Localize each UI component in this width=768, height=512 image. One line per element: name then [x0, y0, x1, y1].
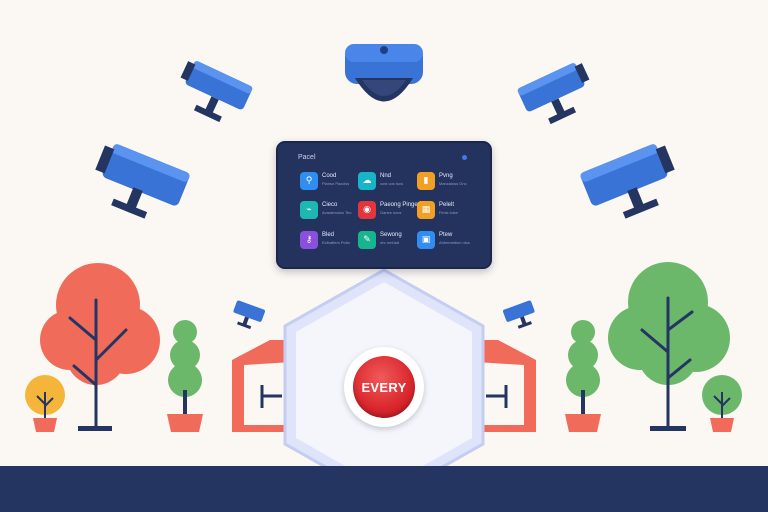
- app-label: Ptew: [439, 232, 453, 238]
- tree-icon: [40, 263, 160, 431]
- app-sublabel: ohr nmhad: [380, 240, 400, 245]
- app-label: Cieco: [322, 202, 338, 208]
- app-sublabel: Ahtmmmtion ntcs: [439, 240, 470, 245]
- dome-camera-icon: [345, 44, 423, 102]
- security-camera-icon: [580, 144, 675, 219]
- potted-plant-icon: [565, 320, 601, 432]
- security-camera-icon: [180, 61, 253, 123]
- cloud-icon: ☁: [358, 172, 376, 190]
- calendar-icon: ▦: [417, 201, 435, 219]
- security-camera-icon: [503, 300, 535, 329]
- app-label: Pelelt: [439, 202, 455, 208]
- security-camera-icon: [233, 300, 265, 330]
- app-label: Cood: [322, 173, 337, 179]
- app-tile[interactable]: ☁ Nnd cost cos tocs: [358, 170, 416, 192]
- lock-icon: ⚷: [300, 231, 318, 249]
- app-sublabel: Mancaluss Gnc: [439, 181, 467, 186]
- app-sublabel: Pianso Pacciss: [322, 181, 350, 186]
- graph-icon: ⌁: [300, 201, 318, 219]
- security-camera-icon: [517, 63, 590, 125]
- potted-plant-icon: [167, 320, 203, 432]
- chart-icon: ▮: [417, 172, 435, 190]
- ground: [0, 466, 768, 512]
- wand-icon: ✎: [358, 231, 376, 249]
- app-sublabel: Fimis lolse: [439, 210, 458, 215]
- app-label: Pvng: [439, 173, 453, 179]
- app-label: Bled: [322, 232, 335, 238]
- app-label: Sewong: [380, 232, 402, 238]
- search-icon: ⚲: [300, 172, 318, 190]
- every-button[interactable]: EVERY: [344, 347, 424, 427]
- app-label: Paeong Pinge: [380, 202, 418, 208]
- potted-plant-icon: [702, 375, 742, 432]
- app-sublabel: cost cos tocs: [380, 181, 404, 186]
- every-button-label: EVERY: [353, 356, 415, 418]
- window-icon: ▣: [417, 231, 435, 249]
- potted-plant-icon: [25, 375, 65, 432]
- app-sublabel: Avaratmoics Teo: [322, 210, 352, 215]
- side-barrier-right: [468, 340, 536, 432]
- camera-icon: ◉: [358, 201, 376, 219]
- panel-title: Pacel: [298, 154, 316, 161]
- app-label: Nnd: [380, 173, 392, 179]
- tree-icon: [608, 262, 730, 431]
- app-sublabel: Ecltrafiem Pollo: [322, 240, 350, 245]
- app-sublabel: Ganes nocs: [380, 210, 402, 215]
- security-camera-icon: [95, 144, 190, 219]
- side-barrier-left: [232, 340, 300, 432]
- status-dot: [462, 155, 467, 160]
- app-tile[interactable]: ✎ Sewong ohr nmhad: [358, 229, 416, 251]
